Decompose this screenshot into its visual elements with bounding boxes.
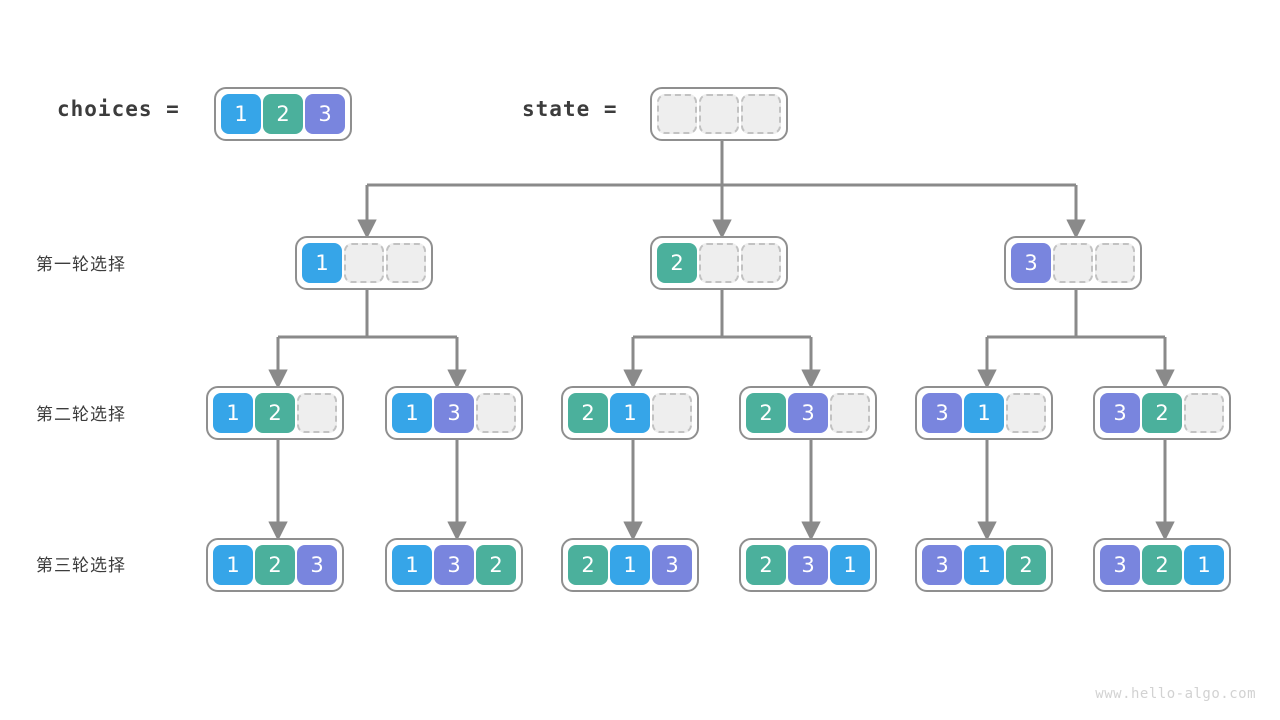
tree-node-level3: 3 1 2 bbox=[915, 538, 1053, 592]
node-cell: 2 bbox=[1006, 545, 1046, 585]
state-cell-empty bbox=[657, 94, 697, 134]
node-cell: 2 bbox=[657, 243, 697, 283]
node-cell: 3 bbox=[788, 545, 828, 585]
node-cell-empty bbox=[1006, 393, 1046, 433]
node-cell-empty bbox=[741, 243, 781, 283]
node-cell: 1 bbox=[213, 393, 253, 433]
choices-cell: 2 bbox=[263, 94, 303, 134]
node-cell: 1 bbox=[392, 545, 432, 585]
choices-label: choices = bbox=[57, 97, 180, 121]
choices-cell: 3 bbox=[305, 94, 345, 134]
node-cell: 3 bbox=[297, 545, 337, 585]
tree-node-level3: 2 3 1 bbox=[739, 538, 877, 592]
node-cell-empty bbox=[344, 243, 384, 283]
node-cell: 2 bbox=[476, 545, 516, 585]
node-cell: 3 bbox=[922, 393, 962, 433]
node-cell: 2 bbox=[255, 393, 295, 433]
tree-node-level2: 3 2 bbox=[1093, 386, 1231, 440]
node-cell-empty bbox=[1095, 243, 1135, 283]
node-cell: 1 bbox=[830, 545, 870, 585]
node-cell: 1 bbox=[302, 243, 342, 283]
node-cell: 3 bbox=[652, 545, 692, 585]
node-cell: 1 bbox=[610, 393, 650, 433]
node-cell: 2 bbox=[746, 545, 786, 585]
node-cell: 2 bbox=[1142, 545, 1182, 585]
node-cell-empty bbox=[476, 393, 516, 433]
tree-node-level2: 3 1 bbox=[915, 386, 1053, 440]
row-label-round-2: 第二轮选择 bbox=[36, 405, 126, 425]
watermark: www.hello-algo.com bbox=[1095, 686, 1256, 702]
choices-cell: 1 bbox=[221, 94, 261, 134]
node-cell-empty bbox=[386, 243, 426, 283]
tree-node-level2: 2 1 bbox=[561, 386, 699, 440]
node-cell-empty bbox=[830, 393, 870, 433]
node-cell: 3 bbox=[434, 393, 474, 433]
node-cell: 1 bbox=[964, 393, 1004, 433]
node-cell: 2 bbox=[568, 545, 608, 585]
node-cell: 3 bbox=[922, 545, 962, 585]
row-label-round-1: 第一轮选择 bbox=[36, 255, 126, 275]
node-cell: 2 bbox=[1142, 393, 1182, 433]
tree-node-level3: 1 2 3 bbox=[206, 538, 344, 592]
tree-node-level2: 2 3 bbox=[739, 386, 877, 440]
state-cell-empty bbox=[741, 94, 781, 134]
tree-node-level3: 3 2 1 bbox=[1093, 538, 1231, 592]
row-label-round-3: 第三轮选择 bbox=[36, 556, 126, 576]
node-cell-empty bbox=[652, 393, 692, 433]
tree-node-level3: 2 1 3 bbox=[561, 538, 699, 592]
node-cell: 3 bbox=[1100, 545, 1140, 585]
node-cell: 3 bbox=[1100, 393, 1140, 433]
node-cell: 2 bbox=[568, 393, 608, 433]
node-cell: 1 bbox=[213, 545, 253, 585]
state-cell-empty bbox=[699, 94, 739, 134]
state-array bbox=[650, 87, 788, 141]
node-cell: 3 bbox=[1011, 243, 1051, 283]
node-cell: 1 bbox=[392, 393, 432, 433]
node-cell: 3 bbox=[434, 545, 474, 585]
tree-node-level3: 1 3 2 bbox=[385, 538, 523, 592]
tree-node-level2: 1 3 bbox=[385, 386, 523, 440]
node-cell: 1 bbox=[1184, 545, 1224, 585]
node-cell-empty bbox=[699, 243, 739, 283]
tree-node-level1: 3 bbox=[1004, 236, 1142, 290]
node-cell-empty bbox=[1184, 393, 1224, 433]
tree-node-level2: 1 2 bbox=[206, 386, 344, 440]
tree-node-level1: 2 bbox=[650, 236, 788, 290]
choices-array: 1 2 3 bbox=[214, 87, 352, 141]
tree-node-level1: 1 bbox=[295, 236, 433, 290]
node-cell-empty bbox=[297, 393, 337, 433]
node-cell: 1 bbox=[964, 545, 1004, 585]
node-cell: 2 bbox=[746, 393, 786, 433]
node-cell-empty bbox=[1053, 243, 1093, 283]
node-cell: 3 bbox=[788, 393, 828, 433]
node-cell: 1 bbox=[610, 545, 650, 585]
node-cell: 2 bbox=[255, 545, 295, 585]
state-label: state = bbox=[522, 97, 618, 121]
